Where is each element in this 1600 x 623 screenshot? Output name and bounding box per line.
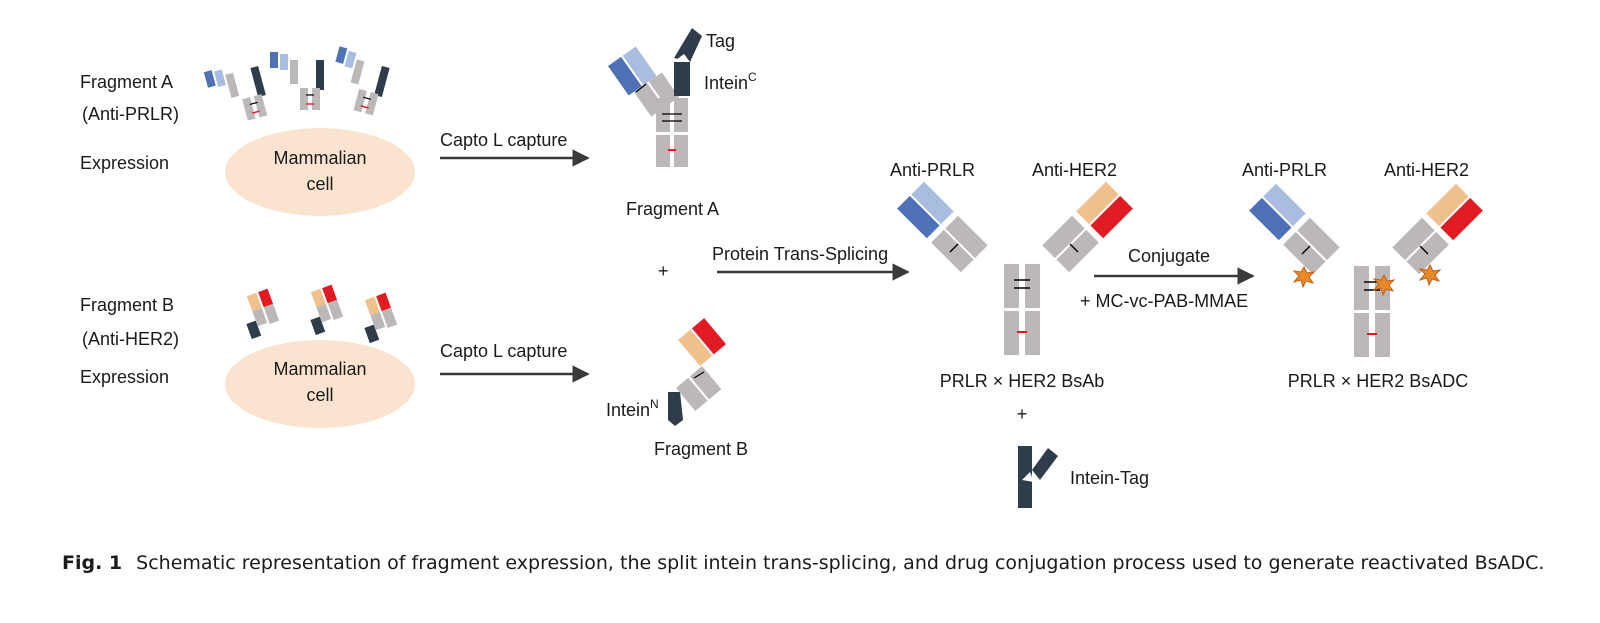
fragment-b-title: Fragment B bbox=[80, 295, 174, 315]
fragment-b-purified bbox=[668, 318, 727, 426]
bsadc-name: PRLR × HER2 BsADC bbox=[1288, 371, 1469, 391]
cell-b-label-1: Mammalian bbox=[273, 359, 366, 379]
bsab-plus: + bbox=[1017, 404, 1028, 424]
caption-text: Schematic representation of fragment exp… bbox=[136, 552, 1545, 574]
fragment-b-on-cell-1 bbox=[246, 288, 280, 340]
conjugate-label: Conjugate bbox=[1128, 246, 1210, 266]
bsab-antibody bbox=[897, 181, 1133, 356]
capture-label-bottom: Capto L capture bbox=[440, 341, 567, 361]
fragment-a-title: Fragment A bbox=[80, 72, 173, 92]
capture-label-top: Capto L capture bbox=[440, 130, 567, 150]
fragment-b-step: Expression bbox=[80, 367, 169, 387]
fragment-a-step: Expression bbox=[80, 153, 169, 173]
fragment-a-on-cell-2 bbox=[269, 51, 325, 111]
mammalian-cell-a bbox=[225, 128, 415, 216]
conjugate-reagent-label: + MC-vc-PAB-MMAE bbox=[1080, 291, 1248, 311]
fragment-b-on-cell-2 bbox=[310, 284, 344, 336]
intein-tag-fragment bbox=[1018, 446, 1058, 508]
fragment-a-middle-label: Fragment A bbox=[626, 199, 719, 219]
caption-label: Fig. 1 bbox=[62, 552, 123, 574]
drug-payload-1 bbox=[1292, 265, 1316, 289]
fragment-a-on-cell-3 bbox=[323, 45, 393, 118]
bsab-arm-left-label: Anti-PRLR bbox=[890, 160, 975, 180]
cell-b-label-2: cell bbox=[306, 385, 333, 405]
bsadc-antibody bbox=[1249, 183, 1483, 358]
mammalian-cell-b bbox=[225, 340, 415, 428]
intein-tag-label: Intein-Tag bbox=[1070, 468, 1149, 488]
drug-payload-2 bbox=[1372, 273, 1396, 297]
bsab-arm-right-label: Anti-HER2 bbox=[1032, 160, 1117, 180]
fragment-b-target: (Anti-HER2) bbox=[82, 329, 179, 349]
fragment-a-target: (Anti-PRLR) bbox=[82, 104, 179, 124]
drug-payload-3 bbox=[1418, 263, 1442, 287]
fragment-a-on-cell-1 bbox=[203, 57, 272, 129]
cell-a-label-1: Mammalian bbox=[273, 148, 366, 168]
plus-middle: + bbox=[658, 261, 669, 281]
fragment-b-on-cell-3 bbox=[364, 292, 398, 344]
fragment-b-middle-label: Fragment B bbox=[654, 439, 748, 459]
figure-caption: Fig. 1 Schematic representation of fragme… bbox=[62, 549, 1562, 578]
bsadc-arm-left-label: Anti-PRLR bbox=[1242, 160, 1327, 180]
intein-c-label: InteinC bbox=[704, 70, 757, 93]
intein-n-label: InteinN bbox=[606, 397, 659, 420]
diagram: Fragment A (Anti-PRLR) Expression Mammal… bbox=[80, 28, 1483, 508]
splicing-label: Protein Trans-Splicing bbox=[712, 244, 888, 264]
bsadc-arm-right-label: Anti-HER2 bbox=[1384, 160, 1469, 180]
cell-a-label-2: cell bbox=[306, 174, 333, 194]
bsab-name: PRLR × HER2 BsAb bbox=[940, 371, 1105, 391]
tag-label: Tag bbox=[706, 31, 735, 51]
fragment-a-purified bbox=[608, 28, 702, 167]
